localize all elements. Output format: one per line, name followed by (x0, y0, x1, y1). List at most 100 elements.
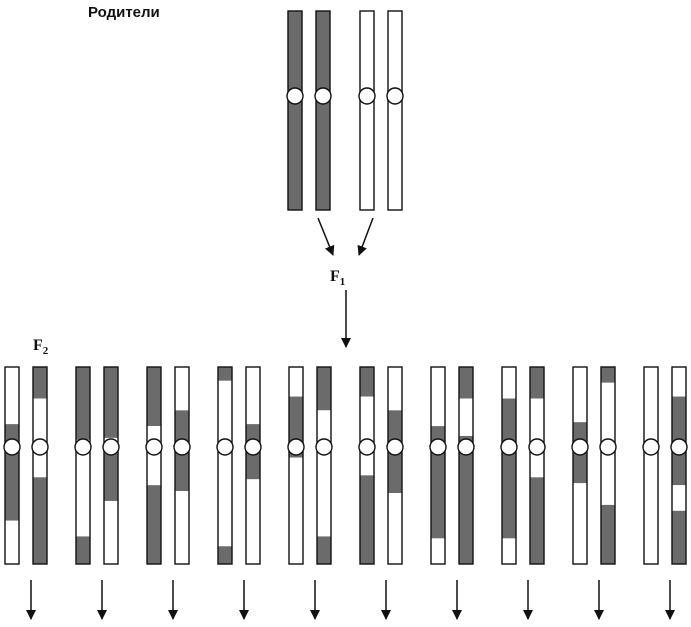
f2-pair-9-chromosome-1 (571, 366, 589, 565)
parent-chromosome-1-outline (287, 10, 303, 211)
f2-pair-6-chromosome-2 (386, 366, 404, 565)
centromere (429, 438, 447, 456)
f2-pair-10-chromosome-2-segment-dark (672, 510, 686, 564)
f2-pair-4-chromosome-1 (216, 366, 234, 565)
f2-pair-9-chromosome-2 (599, 366, 617, 565)
parent-chromosome-3-outline (359, 10, 375, 211)
f2-pair-5-chromosome-2-outline (316, 366, 332, 565)
f2-pair-6-chromosome-1-segment-light (360, 396, 374, 476)
centromere (670, 438, 688, 456)
f2-pair-3-chromosome-2-segment-light (175, 367, 189, 411)
f2-pair-3-chromosome-1 (145, 366, 163, 565)
f2-pair-2-chromosome-2 (102, 366, 120, 565)
centromere (315, 438, 333, 456)
f2-pair-7-chromosome-1-segment-light (431, 538, 445, 564)
f2-pair-2-chromosome-2-segment-dark (104, 367, 118, 438)
centromere (287, 438, 305, 456)
f2-chromosome-pairs (3, 366, 688, 565)
centromere (386, 87, 404, 105)
f2-pair-1-chromosome-2-segment-dark (33, 477, 47, 564)
f2-pair-2-chromosome-1-outline (75, 366, 91, 565)
centromere (642, 438, 660, 456)
f2-pair-7-chromosome-2-segment-light (459, 398, 473, 436)
centromere (102, 438, 120, 456)
f2-pair-6-chromosome-1-segment-dark (360, 475, 374, 564)
f2-pair-7-chromosome-2-segment-dark (459, 367, 473, 399)
f2-pair-8-chromosome-1-outline (501, 366, 517, 565)
f2-pair-3-chromosome-2 (173, 366, 191, 565)
f2-pair-10-chromosome-1-outline (643, 366, 659, 565)
parent-chromosome-3 (358, 10, 376, 211)
f2-pair-2-chromosome-1-segment-dark (76, 536, 90, 564)
centromere (528, 438, 546, 456)
f2-pair-4-chromosome-2-segment-light (246, 479, 260, 564)
f2-pair-1-chromosome-2-segment-dark (33, 367, 47, 399)
f2-pair-6-chromosome-1-outline (359, 366, 375, 565)
parent-chromosome-4-segment-light (388, 11, 402, 210)
f2-pair-9-chromosome-2-outline (600, 366, 616, 565)
f2-pair-7-chromosome-2-segment-dark (459, 435, 473, 564)
f2-pair-4-chromosome-2 (244, 366, 262, 565)
f2-pair-2-chromosome-1 (74, 366, 92, 565)
centromere (145, 438, 163, 456)
f2-pair-4-chromosome-2-outline (245, 366, 261, 565)
f2-pair-3-chromosome-2-outline (174, 366, 190, 565)
f2-pair-9-chromosome-2-segment-dark (601, 367, 615, 383)
centromere (3, 438, 21, 456)
f2-pair-8-chromosome-1-segment-dark (502, 398, 516, 539)
f2-pair-2-chromosome-2-segment-light (104, 500, 118, 564)
centromere (173, 438, 191, 456)
parent-chromosome-2-outline (315, 10, 331, 211)
f2-pair-10-chromosome-2-outline (671, 366, 687, 565)
f2-pair-5-chromosome-2-segment-light (317, 410, 331, 537)
f2-pair-2-chromosome-2-segment-dark (104, 453, 118, 501)
centromere (358, 87, 376, 105)
parent-chromosome-4 (386, 10, 404, 211)
f2-label-main: F (33, 337, 43, 354)
parent-chromosome-2 (314, 10, 332, 211)
parent-chromosome-4-outline (387, 10, 403, 211)
f2-pair-9-chromosome-1-segment-light (573, 367, 587, 423)
centromere (286, 87, 304, 105)
f2-pair-4-chromosome-2-segment-light (246, 367, 260, 425)
f2-pair-6-chromosome-1-segment-dark (360, 367, 374, 397)
parent-chromosome-1-segment-dark (288, 11, 302, 210)
parent-chromosome-1 (286, 10, 304, 211)
f2-output-arrows (26, 580, 675, 620)
f2-pair-9-chromosome-1-outline (572, 366, 588, 565)
f2-pair-3-chromosome-2-segment-light (175, 491, 189, 564)
f1-label: F1 (330, 268, 345, 288)
f2-pair-2-chromosome-1-segment-dark (76, 367, 90, 440)
f2-pair-6-chromosome-2-segment-light (388, 493, 402, 564)
f2-pair-10-chromosome-2 (670, 366, 688, 565)
f2-pair-8-chromosome-2-segment-light (530, 398, 544, 478)
centromere (571, 438, 589, 456)
f2-pair-6-chromosome-2-outline (387, 366, 403, 565)
f2-pair-3-chromosome-1-segment-dark (147, 485, 161, 564)
f2-pair-1-chromosome-1 (3, 366, 21, 565)
parent-to-f1-arrow-left (317, 217, 335, 256)
centromere (244, 438, 262, 456)
f2-pair-4-chromosome-1-segment-light (218, 380, 232, 547)
centromere (599, 438, 617, 456)
f2-pair-10-chromosome-1-segment-light (644, 367, 658, 564)
parent-chromosomes (286, 10, 404, 211)
centromere (74, 438, 92, 456)
f2-pair-3-chromosome-1-segment-dark (147, 367, 161, 427)
f2-pair-1-chromosome-1-segment-light (5, 520, 19, 564)
f2-pair-5-chromosome-1-outline (288, 366, 304, 565)
f2-pair-3-chromosome-1-outline (146, 366, 162, 565)
f2-pair-8-chromosome-2-segment-dark (530, 367, 544, 399)
f2-pair-10-chromosome-2-segment-light (672, 485, 686, 511)
f2-pair-7-chromosome-1-segment-light (431, 367, 445, 427)
centromere (457, 438, 475, 456)
f2-pair-1-chromosome-2 (31, 366, 49, 565)
parent-chromosome-3-segment-light (360, 11, 374, 210)
f2-pair-5-chromosome-2 (315, 366, 333, 565)
centromere (386, 438, 404, 456)
centromere (500, 438, 518, 456)
f2-pair-9-chromosome-1-segment-light (573, 483, 587, 564)
f2-pair-7-chromosome-2-outline (458, 366, 474, 565)
f1-label-main: F (330, 268, 340, 285)
